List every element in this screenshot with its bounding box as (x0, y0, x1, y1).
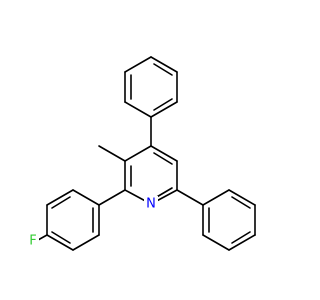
left-phenyl-bond (46, 189, 74, 206)
atom-label-n: N (146, 197, 156, 212)
top-phenyl-bond (150, 101, 178, 118)
atom-label-layer: N F (27, 196, 158, 249)
top-phenyl-bond (124, 56, 152, 73)
right-phenyl-bond (202, 234, 230, 251)
right-phenyl-double-bond (231, 231, 251, 244)
left-phenyl-bond (72, 234, 100, 251)
f-label-mask (27, 233, 39, 249)
left-phenyl-bond (46, 234, 74, 251)
bond-layer (37, 56, 256, 251)
atom-label-f: F (29, 234, 36, 249)
right-phenyl-link-bond (176, 189, 204, 206)
top-phenyl-double-bond (153, 98, 173, 111)
right-phenyl-bond (202, 189, 230, 206)
methyl-bond (98, 145, 126, 162)
pyridine-bond (124, 145, 152, 162)
molecule-canvas: N F (27, 56, 256, 251)
left-phenyl-double-bond (51, 231, 71, 244)
top-phenyl-double-bond (153, 63, 173, 76)
n-label-mask (144, 196, 158, 212)
c-f-bond (37, 234, 48, 241)
right-phenyl-bond (228, 189, 256, 206)
left-phenyl-bond (72, 189, 100, 206)
top-phenyl-bond (150, 56, 178, 73)
right-phenyl-double-bond (231, 196, 251, 209)
left-phenyl-link-bond (98, 189, 126, 206)
pyridine-double-bond (153, 152, 173, 165)
left-phenyl-double-bond (51, 196, 71, 209)
structure-diagram: N F (27, 56, 256, 251)
pyridine-bond (150, 145, 178, 162)
right-phenyl-bond (228, 234, 256, 251)
top-phenyl-bond (124, 101, 152, 118)
